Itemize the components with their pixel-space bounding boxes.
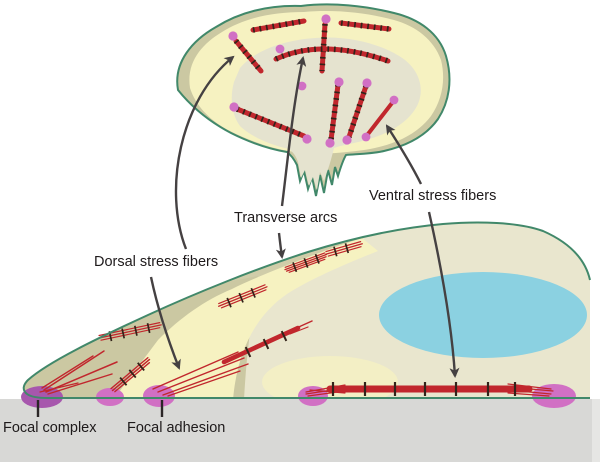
fiber-transverse-arc-topview (273, 46, 391, 64)
side-cell-outline (22, 221, 591, 399)
transverse-arc-bundle-c (218, 284, 268, 309)
fiber-dorsal-topview (233, 38, 264, 74)
fiber-ventral-topview (366, 101, 394, 136)
label-transverse-arcs: Transverse arcs (234, 210, 338, 226)
top-view-fibers (233, 18, 394, 143)
arrow-dorsal-to-sideview (149, 276, 181, 370)
side-view-cell (21, 221, 591, 408)
substrate (0, 399, 600, 462)
dorsal-stress-fiber-large (152, 320, 313, 397)
label-focal-adhesion: Focal adhesion (127, 420, 226, 436)
ventral-stress-fiber (305, 382, 554, 397)
fiber-top-left (250, 18, 307, 33)
arrow-ventral-to-sideview (427, 211, 460, 379)
edge-olive-strip (200, 236, 365, 296)
fiber-lower-center-1 (328, 82, 341, 143)
top-view-adhesion-dots (228, 14, 399, 148)
focal-adhesion-blob-3 (143, 385, 175, 407)
top-view-cell (176, 3, 451, 197)
nucleus (379, 272, 587, 358)
arrow-transverse-to-topview (280, 56, 307, 207)
fiber-lower-center-2 (346, 83, 369, 140)
leading-edge-actin-fan (39, 350, 118, 395)
fiber-top-right (338, 20, 392, 32)
transverse-arc-bundle-b (325, 241, 363, 257)
transverse-arc-bundle-a (284, 252, 327, 273)
top-cell-inner-region (231, 37, 421, 190)
label-ventral-stress-fibers: Ventral stress fibers (369, 188, 497, 204)
arrow-transverse-to-sideview (275, 232, 286, 259)
label-focal-complex: Focal complex (3, 420, 97, 436)
arrow-ventral-to-topview (385, 124, 423, 185)
annotation-arrows (36, 55, 460, 417)
label-dorsal-stress-fibers: Dorsal stress fibers (94, 254, 219, 270)
dorsal-stress-fiber-small (110, 357, 151, 393)
arrow-dorsal-to-topview (174, 55, 235, 250)
fiber-lower-left-diagonal (234, 106, 307, 139)
